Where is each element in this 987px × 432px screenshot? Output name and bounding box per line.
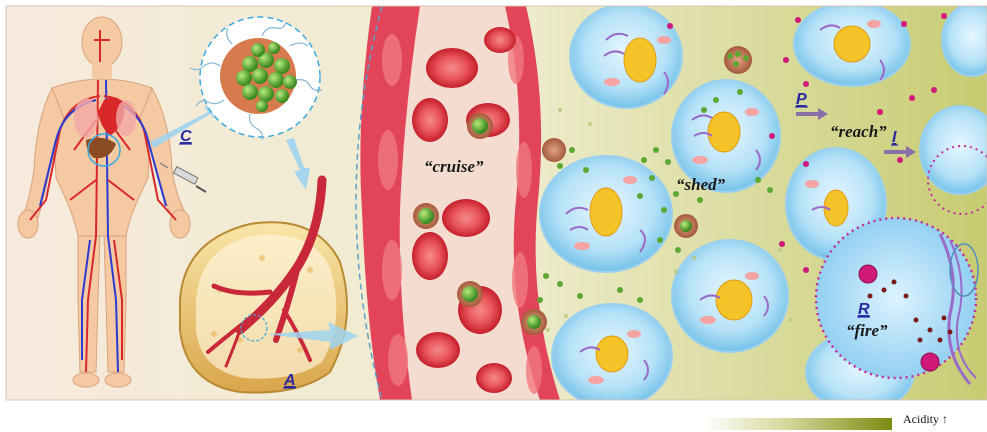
stage-shed: “shed” — [676, 175, 726, 194]
acidity-legend: Acidity ↑ — [903, 412, 948, 427]
blood-vessel-zoom — [356, 6, 560, 400]
acidity-label: Acidity — [903, 412, 939, 426]
label-circulation: C — [180, 128, 192, 145]
label-release: R — [858, 301, 870, 318]
stage-cruise: “cruise” — [424, 157, 484, 176]
label-accumulation: A — [283, 372, 296, 389]
stage-fire: “fire” — [846, 321, 888, 340]
acidity-gradient-bar — [702, 418, 892, 430]
stage-reach: “reach” — [830, 122, 887, 141]
acidity-up-arrow-icon: ↑ — [942, 412, 948, 426]
label-internalization: I — [892, 129, 897, 146]
label-penetration: P — [796, 91, 807, 108]
